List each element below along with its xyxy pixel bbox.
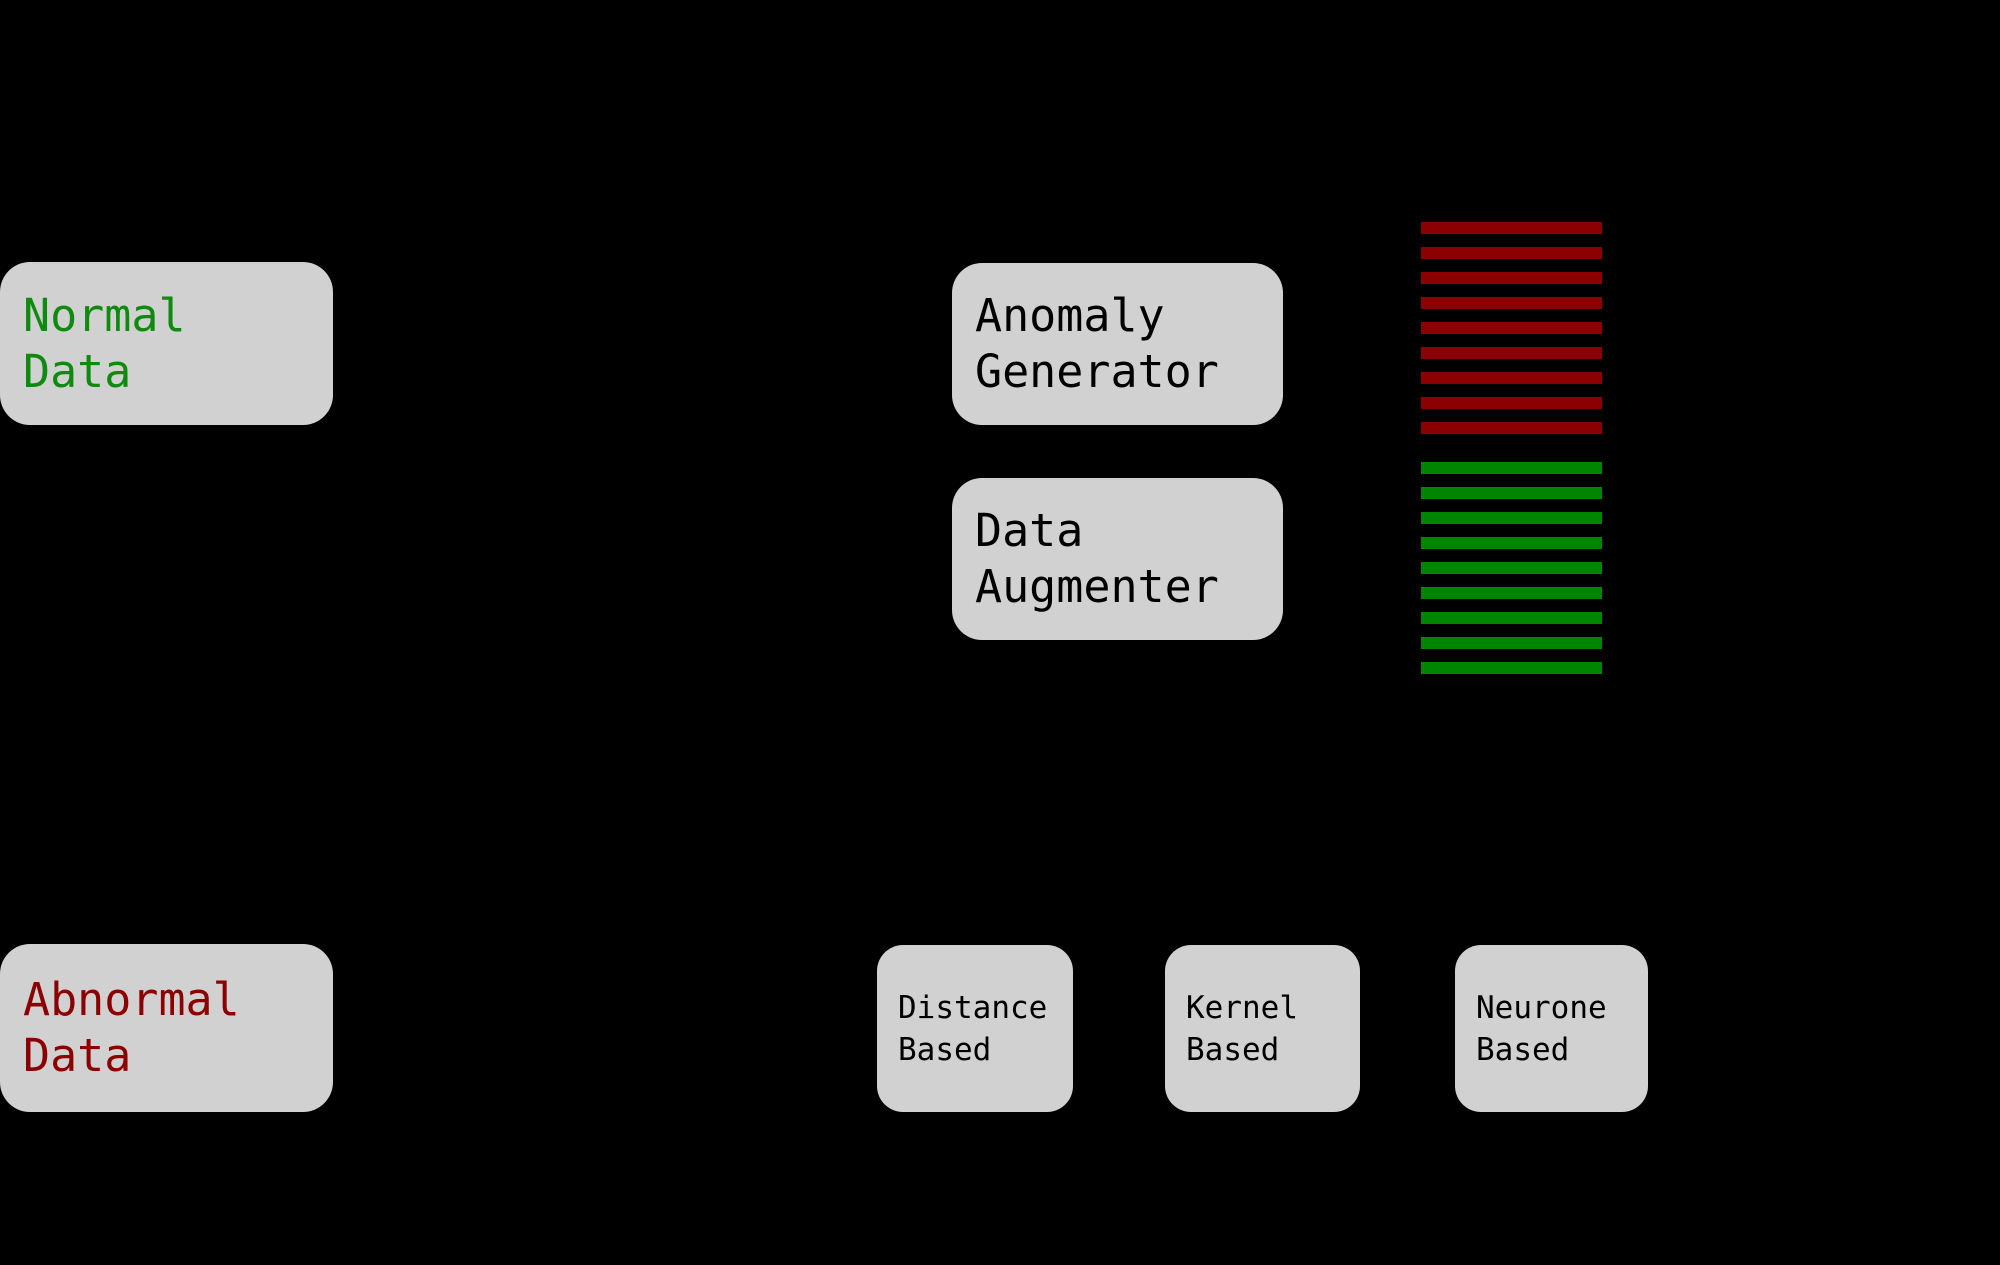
distance-based-node: Distance Based (877, 945, 1073, 1112)
kernel-based-label-line1: Kernel (1186, 989, 1298, 1026)
data-row-stripe (1421, 637, 1602, 649)
data-augmenter-node: Data Augmenter (952, 478, 1283, 640)
anomaly-generator-label-line2: Generator (975, 345, 1219, 398)
data-row-stripe (1421, 537, 1602, 549)
data-row-stripe (1421, 562, 1602, 574)
normal-data-stripes (1421, 462, 1602, 687)
data-row-stripe (1421, 662, 1602, 674)
data-row-stripe (1421, 347, 1602, 359)
kernel-based-node: Kernel Based (1165, 945, 1360, 1112)
kernel-based-label-line2: Based (1186, 1031, 1280, 1068)
neurone-based-label-line1: Neurone (1476, 989, 1607, 1026)
neurone-based-label-line2: Based (1476, 1031, 1570, 1068)
data-row-stripe (1421, 322, 1602, 334)
normal-data-node: Normal Data (0, 262, 333, 425)
data-row-stripe (1421, 512, 1602, 524)
data-augmenter-label-line1: Data (975, 504, 1084, 557)
data-row-stripe (1421, 587, 1602, 599)
abnormal-data-node: Abnormal Data (0, 944, 333, 1112)
abnormal-data-label-line2: Data (23, 1029, 132, 1082)
data-augmenter-label-line2: Augmenter (975, 560, 1219, 613)
data-row-stripe (1421, 612, 1602, 624)
anomaly-generator-node: Anomaly Generator (952, 263, 1283, 425)
neurone-based-node: Neurone Based (1455, 945, 1648, 1112)
data-row-stripe (1421, 272, 1602, 284)
data-row-stripe (1421, 372, 1602, 384)
normal-data-label-line2: Data (23, 344, 132, 398)
data-row-stripe (1421, 397, 1602, 409)
abnormal-data-stripes (1421, 222, 1602, 447)
data-row-stripe (1421, 247, 1602, 259)
abnormal-data-label-line1: Abnormal (23, 973, 240, 1026)
normal-data-label-line1: Normal (23, 288, 186, 342)
data-row-stripe (1421, 487, 1602, 499)
data-row-stripe (1421, 462, 1602, 474)
distance-based-label-line1: Distance (898, 989, 1048, 1026)
distance-based-label-line2: Based (898, 1031, 992, 1068)
data-row-stripe (1421, 422, 1602, 434)
data-row-stripe (1421, 222, 1602, 234)
anomaly-generator-label-line1: Anomaly (975, 289, 1165, 342)
data-row-stripe (1421, 297, 1602, 309)
